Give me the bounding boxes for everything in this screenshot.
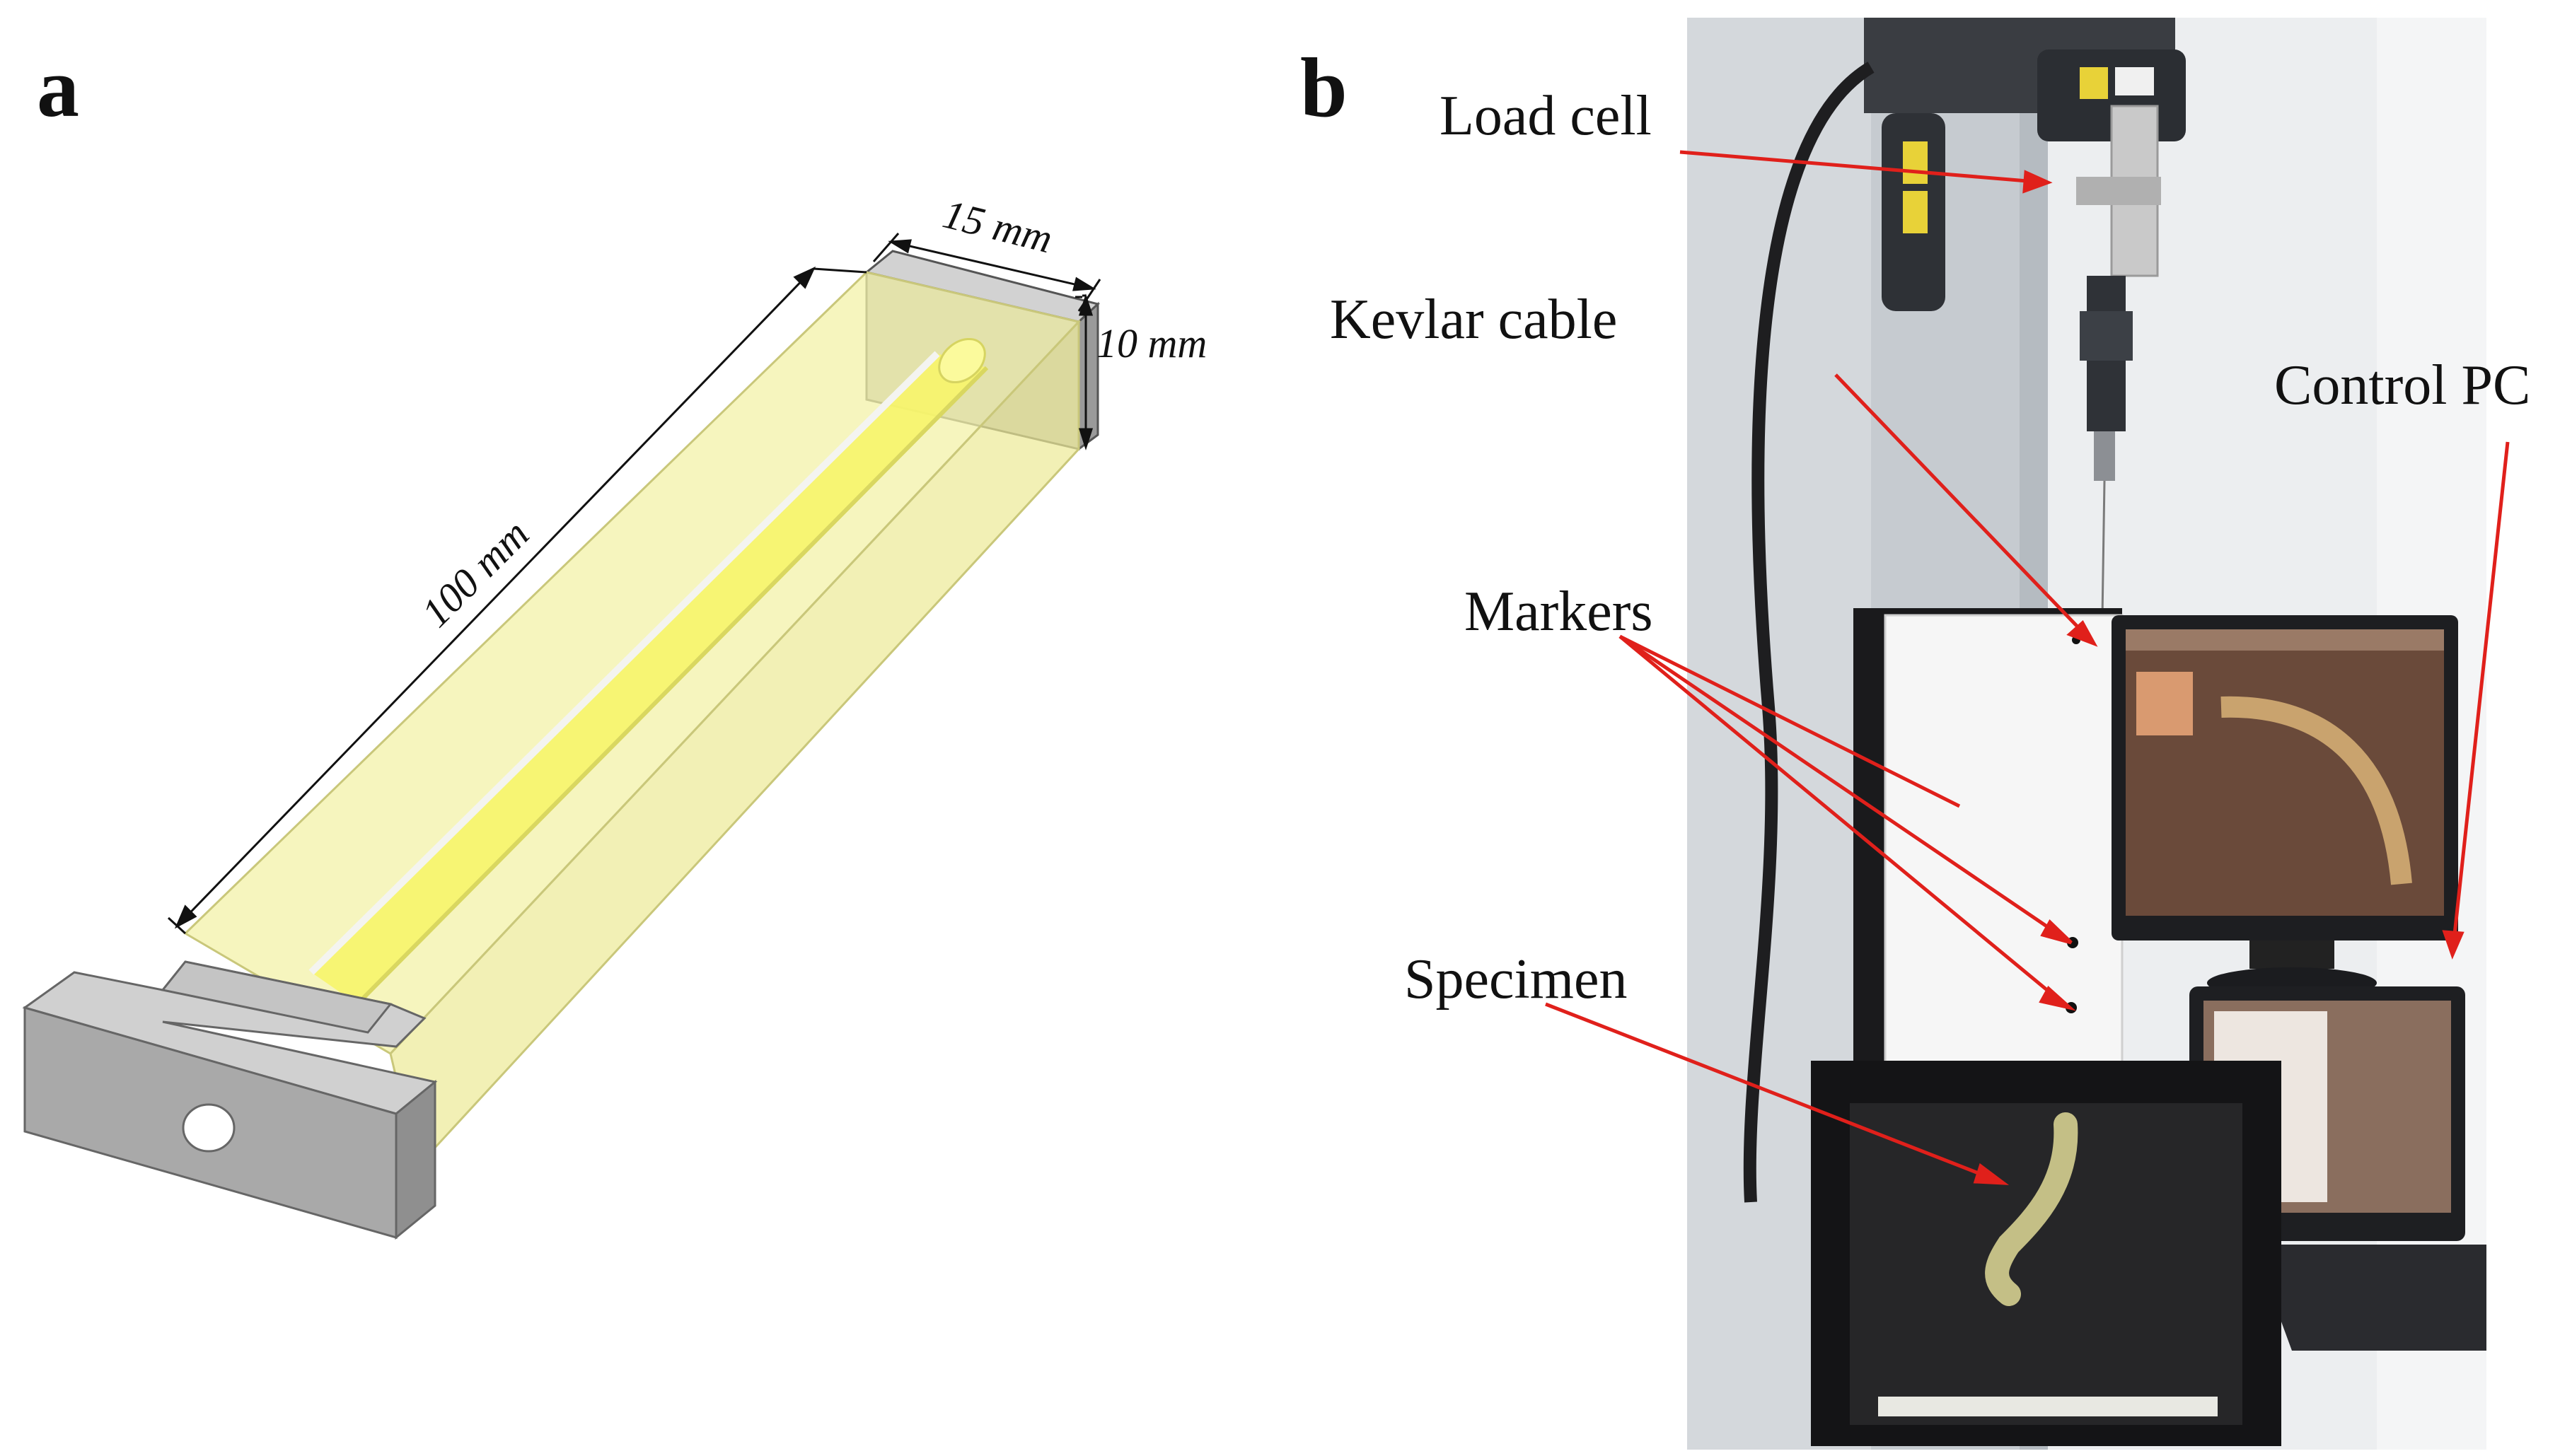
callout-kevlar-cable: Kevlar cable: [1330, 289, 1618, 351]
callout-control-pc: Control PC: [2274, 354, 2531, 417]
crosshead: [1864, 18, 2186, 311]
callout-markers: Markers: [1464, 581, 1653, 643]
inner-channel: [308, 337, 989, 1006]
specimen-cad-drawing: 100 mm 15 mm 10 mm: [22, 191, 1207, 1240]
marker-board: [1853, 608, 2124, 1069]
callout-load-cell: Load cell: [1440, 85, 1652, 147]
callout-arrows: [1545, 150, 2510, 1185]
dimension-lines: [167, 233, 1101, 935]
panel-b-label: b: [1300, 40, 1348, 134]
black-cable: [1743, 62, 1875, 1203]
callout-specimen: Specimen: [1404, 948, 1628, 1011]
control-monitor: [2112, 615, 2458, 998]
dimension-height-label: 10 mm: [1096, 320, 1207, 366]
near-end-grip: [22, 960, 438, 1240]
panel-a-label: a: [37, 40, 79, 134]
load-cell: [2076, 105, 2161, 481]
specimen-chamber: [1811, 1061, 2281, 1446]
curved-specimen: [1985, 1112, 2078, 1306]
